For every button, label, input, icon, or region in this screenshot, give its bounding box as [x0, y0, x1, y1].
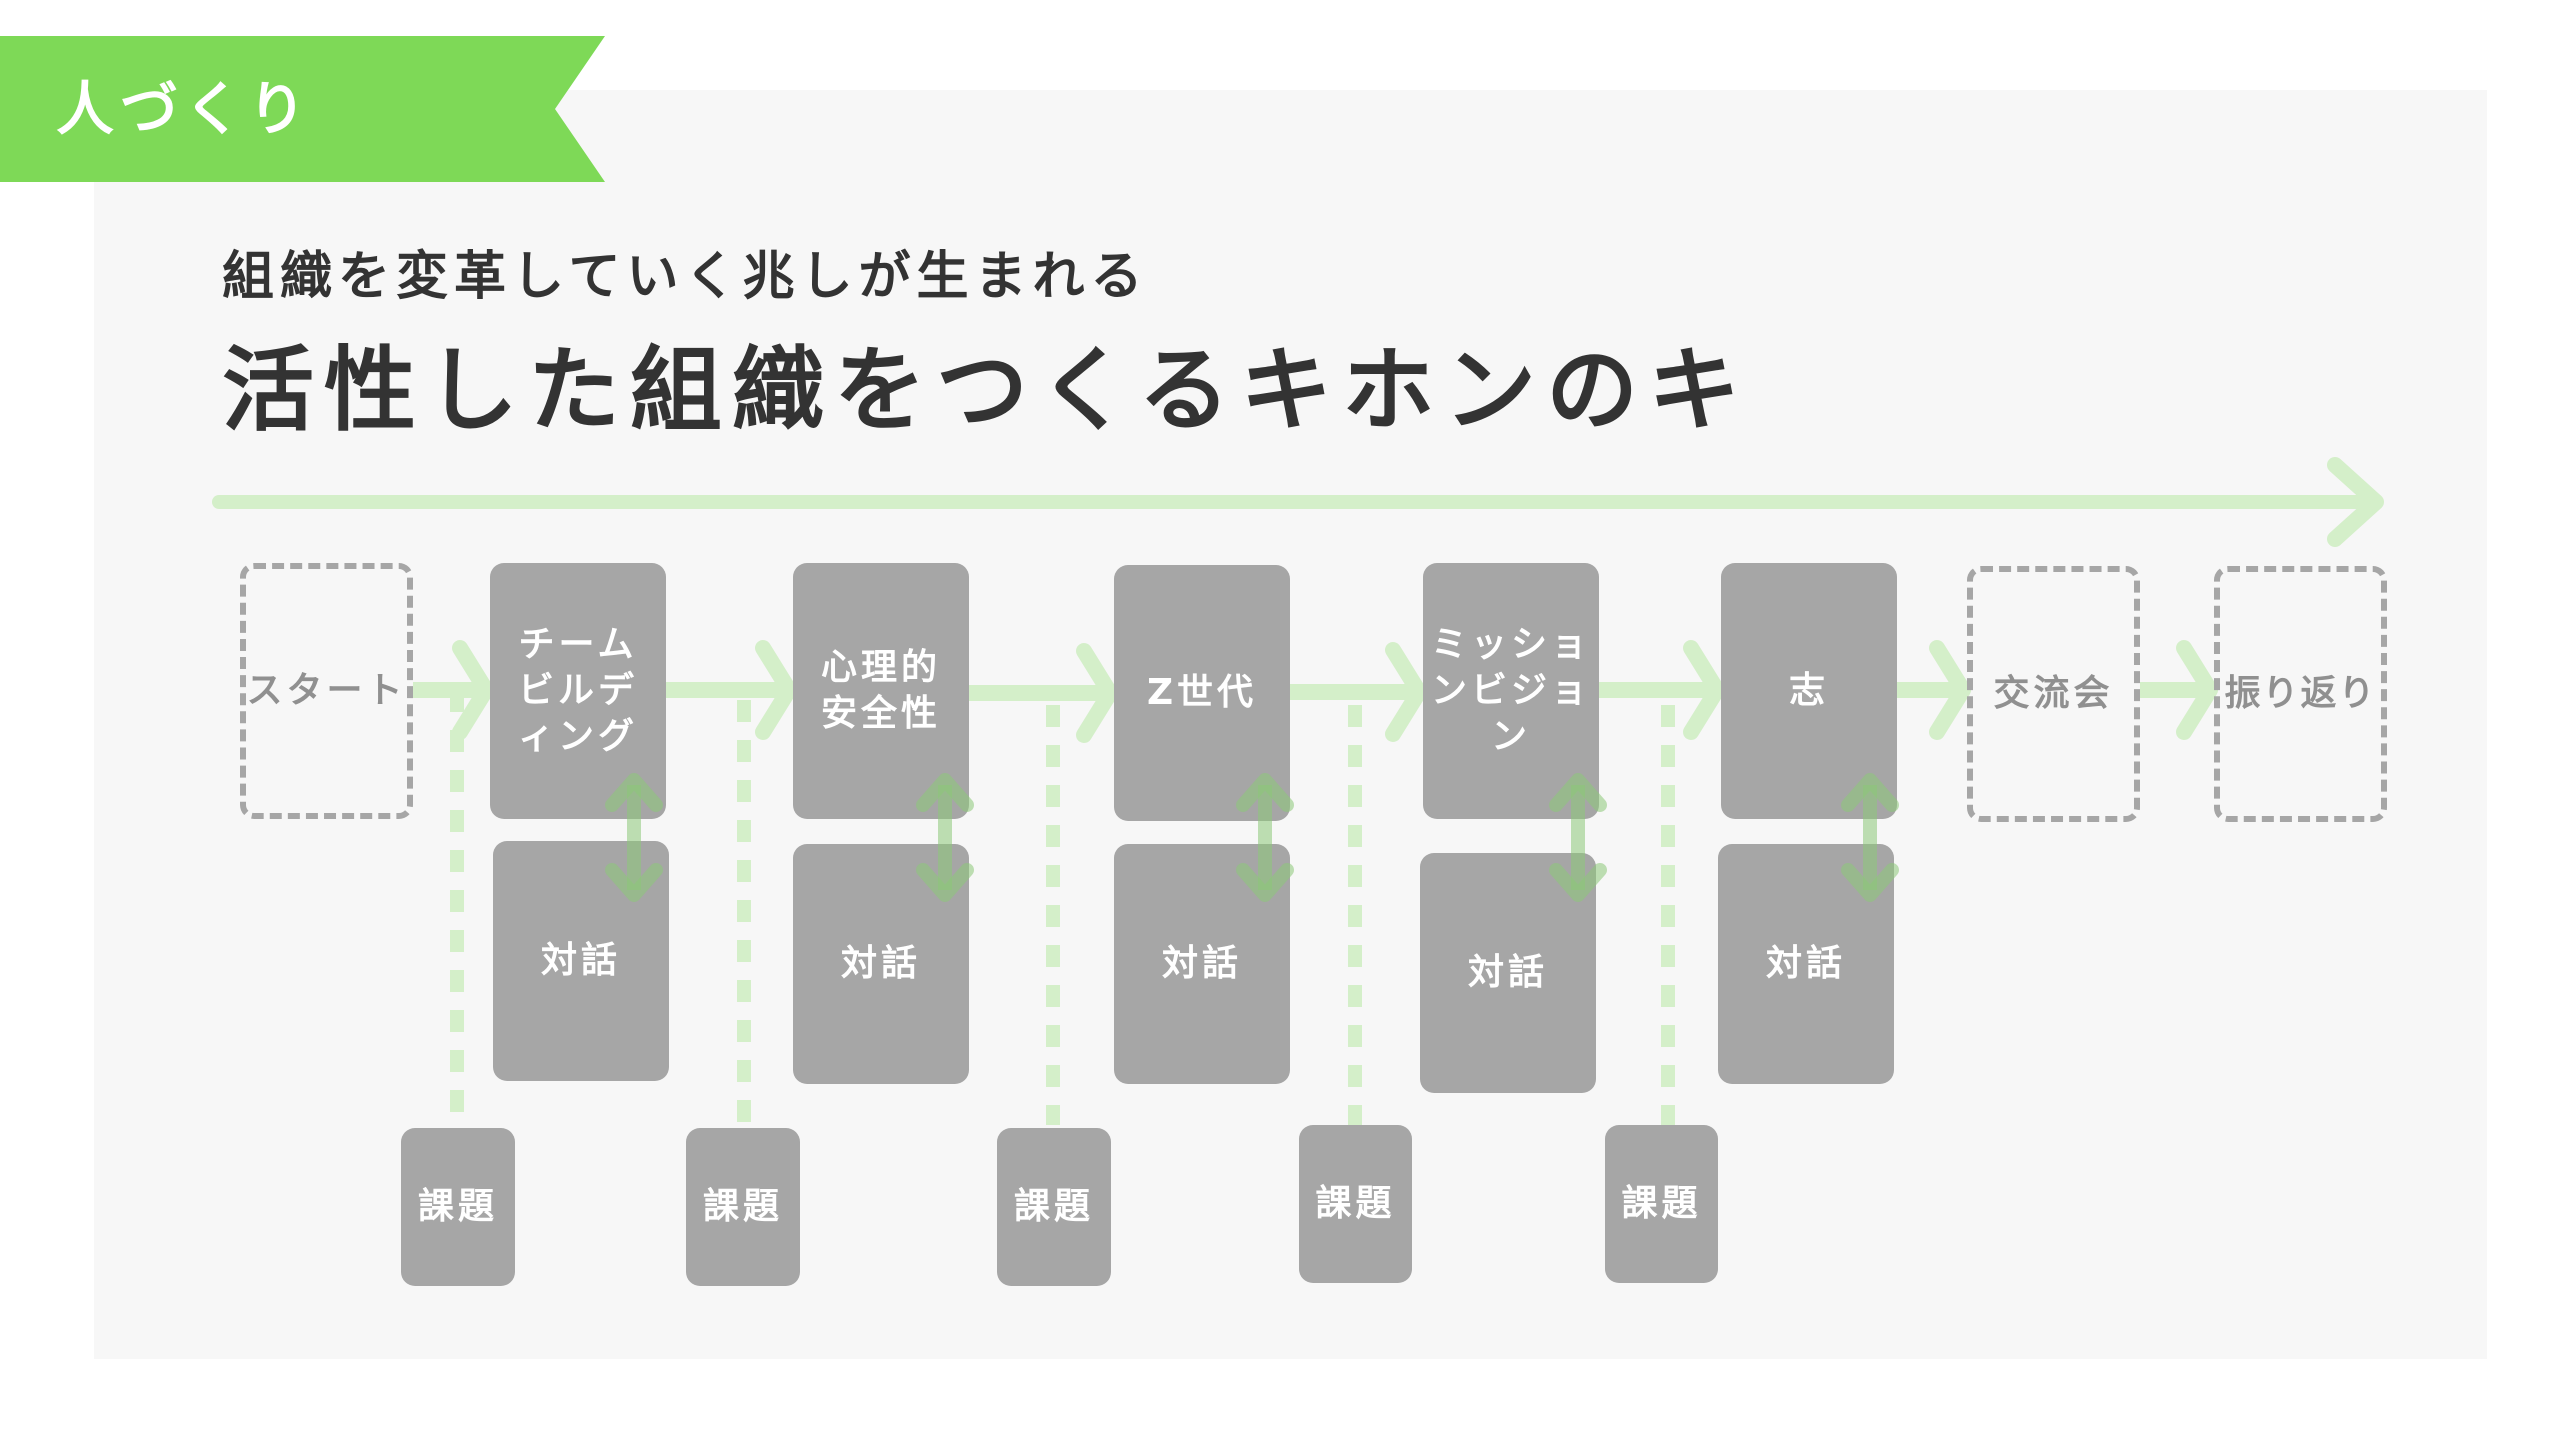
dialogue-box: 対話: [793, 844, 969, 1084]
step-arrow-head: [1929, 640, 1971, 740]
step-aspiration: 志: [1721, 563, 1897, 819]
page-title: 活性した組織をつくるキホンのキ: [222, 337, 1751, 444]
issue-box: 課題: [401, 1128, 515, 1286]
issue-box: 課題: [997, 1128, 1111, 1286]
step-psychological-safety: 心理的安全性: [793, 563, 969, 819]
step-mission-vision: ミッションビジョン: [1423, 563, 1599, 819]
step-label: 交流会: [1993, 673, 2114, 714]
dialogue-label: 対話: [1765, 943, 1846, 984]
step-label: 心理的安全性: [820, 647, 941, 734]
step-start: スタート: [240, 563, 413, 819]
step-label: 志: [1788, 670, 1829, 711]
step-arrow-head: [755, 640, 797, 740]
dialogue-label: 対話: [1467, 952, 1548, 993]
issue-label: 課題: [1621, 1183, 1702, 1224]
step-arrow-head: [1683, 640, 1725, 740]
step-label: スタート: [246, 670, 407, 711]
issue-box: 課題: [1605, 1125, 1718, 1283]
dialogue-label: 対話: [540, 940, 621, 981]
step-networking: 交流会: [1967, 566, 2140, 822]
step-label: ミッションビジョン: [1430, 624, 1591, 757]
section-label: 人づくり: [56, 75, 313, 143]
page-subtitle: 組織を変革していく兆しが生まれる: [222, 247, 1149, 307]
issue-label: 課題: [702, 1186, 783, 1227]
issue-label: 課題: [1315, 1183, 1396, 1224]
step-arrow-head: [1385, 642, 1427, 742]
step-arrow-head: [1076, 643, 1118, 743]
step-label: 振り返り: [2224, 673, 2377, 714]
ribbon-shape: [0, 36, 605, 182]
issue-box: 課題: [686, 1128, 800, 1286]
dialogue-box: 対話: [1718, 844, 1894, 1084]
step-arrow-head: [452, 640, 494, 740]
timeline-arrow-head: [2327, 457, 2384, 547]
dialogue-box: 対話: [1114, 844, 1290, 1084]
issue-label: 課題: [1013, 1186, 1094, 1227]
dialogue-label: 対話: [840, 943, 921, 984]
step-team-building: チームビルディング: [490, 563, 666, 819]
section-ribbon: [0, 36, 605, 182]
step-gen-z: Z世代: [1114, 565, 1290, 821]
step-label: チームビルディング: [517, 624, 638, 757]
step-label: Z世代: [1146, 672, 1258, 713]
step-arrow-head: [2176, 640, 2218, 740]
dialogue-box: 対話: [1420, 853, 1596, 1093]
step-review: 振り返り: [2214, 566, 2387, 822]
issue-box: 課題: [1299, 1125, 1412, 1283]
dialogue-box: 対話: [493, 841, 669, 1081]
issue-label: 課題: [417, 1186, 498, 1227]
dialogue-label: 対話: [1161, 943, 1242, 984]
